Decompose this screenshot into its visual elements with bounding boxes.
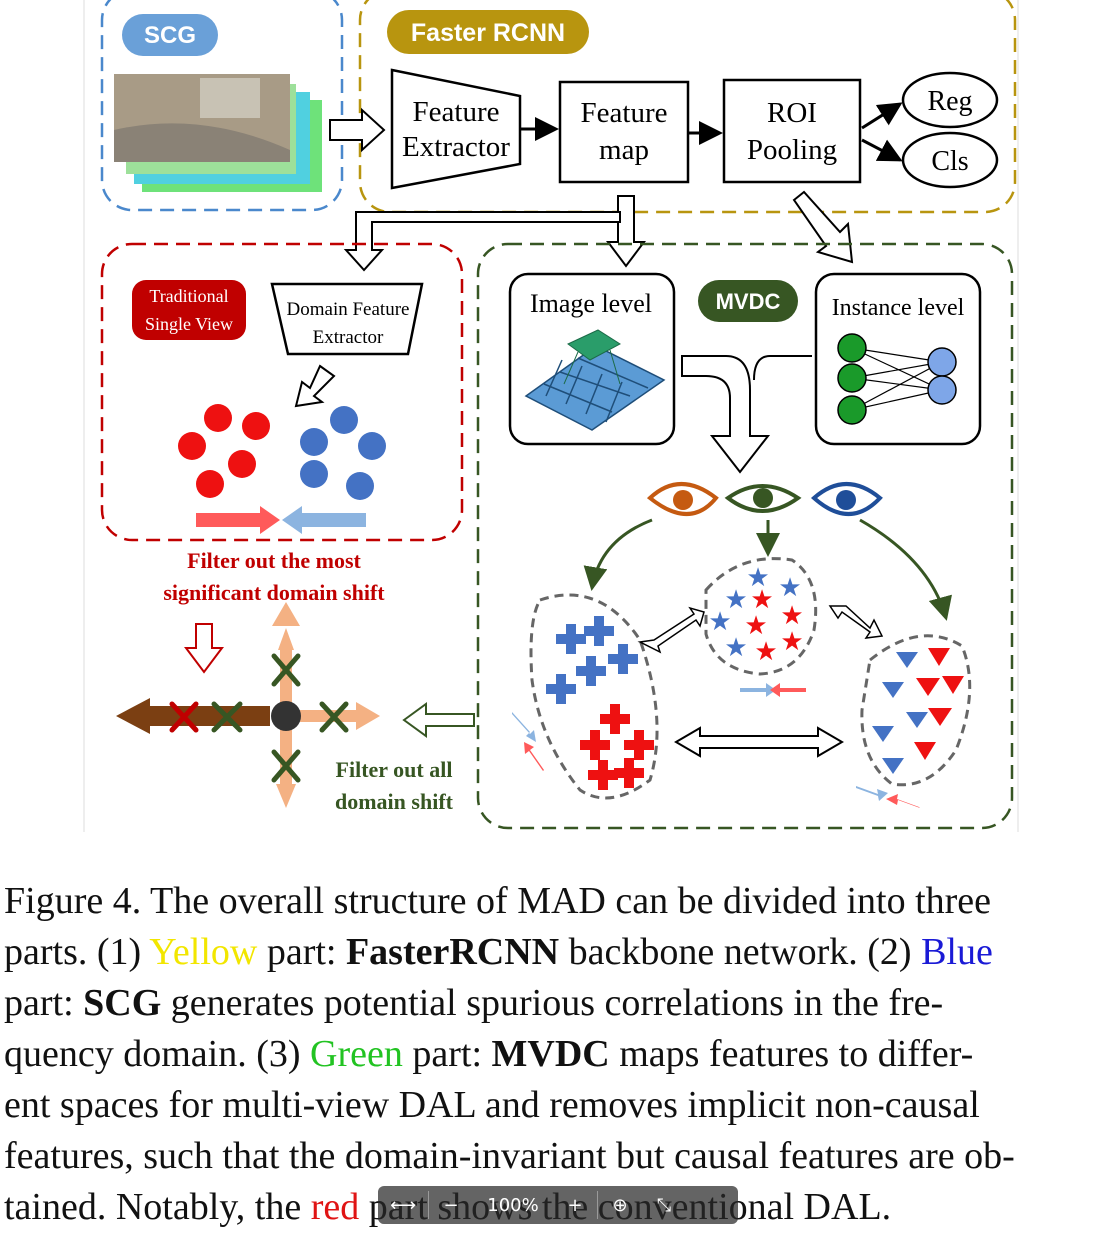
figure-caption: Figure 4. The overall structure of MAD c… (4, 876, 1102, 1233)
caption-red-word: red (310, 1186, 360, 1228)
filter-most-line2: significant domain shift (163, 580, 385, 605)
feature-map-line1: Feature (581, 97, 668, 129)
caption-bold: MVDC (491, 1033, 610, 1075)
feature-extractor-line2: Extractor (402, 131, 510, 163)
roi-pooling-line2: Pooling (747, 134, 837, 166)
svg-text:★: ★ (746, 563, 769, 593)
image-level-label: Image level (530, 289, 652, 318)
reg-output (901, 71, 999, 129)
cross-cluster (529, 593, 659, 800)
caption-text: part: (257, 931, 346, 973)
svg-text:★: ★ (780, 601, 803, 631)
feature-extractor-line1: Feature (413, 96, 500, 128)
origin-dot (271, 701, 301, 731)
svg-text:★: ★ (780, 627, 803, 657)
svg-text:★: ★ (754, 637, 777, 667)
svg-text:★: ★ (724, 633, 747, 663)
svg-text:★: ★ (724, 585, 747, 615)
reg-label: Reg (927, 86, 972, 117)
caption-text: part: (402, 1033, 492, 1075)
caption-line-5: ent spaces for multi-view DAL and remove… (4, 1084, 980, 1126)
zoom-level: 100% (487, 1194, 539, 1216)
mad-figure: SCG Faster RCNN Feature Extractor Featur… (83, 0, 1019, 832)
caption-green-word: Green (310, 1033, 403, 1075)
blue-shift-arrow (282, 506, 366, 534)
roi-pooling-block (722, 78, 862, 184)
traditional-line2: Single View (145, 314, 233, 334)
triangle-cluster (860, 634, 972, 787)
caption-line-6: features, such that the domain-invariant… (4, 1135, 1015, 1177)
dfe-line1: Domain Feature (287, 299, 410, 320)
traditional-region (100, 242, 464, 542)
blue-dots (300, 406, 386, 500)
fit-width-icon[interactable]: ⟷ (390, 1194, 416, 1216)
zoom-out-icon[interactable]: − (443, 1194, 459, 1216)
caption-line-3: part: SCG generates potential spurious c… (4, 978, 1102, 1029)
cls-label: Cls (931, 146, 968, 177)
caption-text: parts. (1) (4, 931, 150, 973)
caption-text: backbone network. (2) (559, 931, 922, 973)
caption-yellow-word: Yellow (149, 931, 258, 973)
star-cluster (704, 557, 818, 676)
svg-text:★: ★ (708, 607, 731, 637)
toolbar-divider (597, 1191, 598, 1219)
caption-text: maps features to differ- (609, 1033, 974, 1075)
faster-rcnn-region (358, 0, 1017, 214)
feature-map-block (558, 80, 690, 184)
caption-bold: SCG (83, 982, 162, 1024)
caption-text: generates potential spurious correlation… (161, 982, 944, 1024)
caption-text: tained. Notably, the (4, 1186, 311, 1228)
caption-text: part: (4, 982, 84, 1024)
cls-output (901, 131, 999, 189)
pdf-zoom-toolbar: ⟷ − 100% + ⊕ ⤡ (378, 1186, 738, 1224)
filter-all-line1: Filter out all (336, 757, 453, 782)
red-dots (178, 404, 270, 498)
caption-bold: FasterRCNN (345, 931, 560, 973)
filter-most-line1: Filter out the most (187, 548, 361, 573)
mvdc-region (476, 242, 1014, 830)
caption-blue-word: Blue (921, 931, 993, 973)
scg-label: SCG (144, 22, 196, 49)
svg-text:★: ★ (778, 573, 801, 603)
eye-icons (646, 482, 883, 516)
instance-level-label: Instance level (832, 295, 965, 321)
red-shift-arrow (196, 506, 280, 534)
caption-line-2: parts. (1) Yellow part: FasterRCNN backb… (4, 927, 1102, 978)
roi-pooling-line1: ROI (767, 97, 817, 129)
caption-line-1: Figure 4. The overall structure of MAD c… (4, 880, 992, 922)
traditional-line1: Traditional (149, 286, 228, 306)
toolbar-divider (428, 1191, 429, 1219)
zoom-in-icon[interactable]: + (567, 1194, 583, 1216)
filter-all-line2: domain shift (335, 789, 454, 814)
faster-rcnn-label: Faster RCNN (411, 19, 565, 47)
svg-text:★: ★ (750, 585, 773, 615)
expand-icon[interactable]: ⤡ (656, 1194, 672, 1216)
caption-text: quency domain. (3) (4, 1033, 311, 1075)
dfe-line2: Extractor (313, 327, 384, 348)
svg-text:★: ★ (744, 611, 767, 641)
mvdc-label: MVDC (716, 289, 781, 314)
download-icon[interactable]: ⊕ (612, 1194, 628, 1216)
caption-line-4: quency domain. (3) Green part: MVDC maps… (4, 1029, 1102, 1080)
feature-map-line2: map (599, 134, 649, 166)
domain-feature-extractor-block (270, 282, 424, 356)
feature-extractor-block (390, 68, 522, 190)
